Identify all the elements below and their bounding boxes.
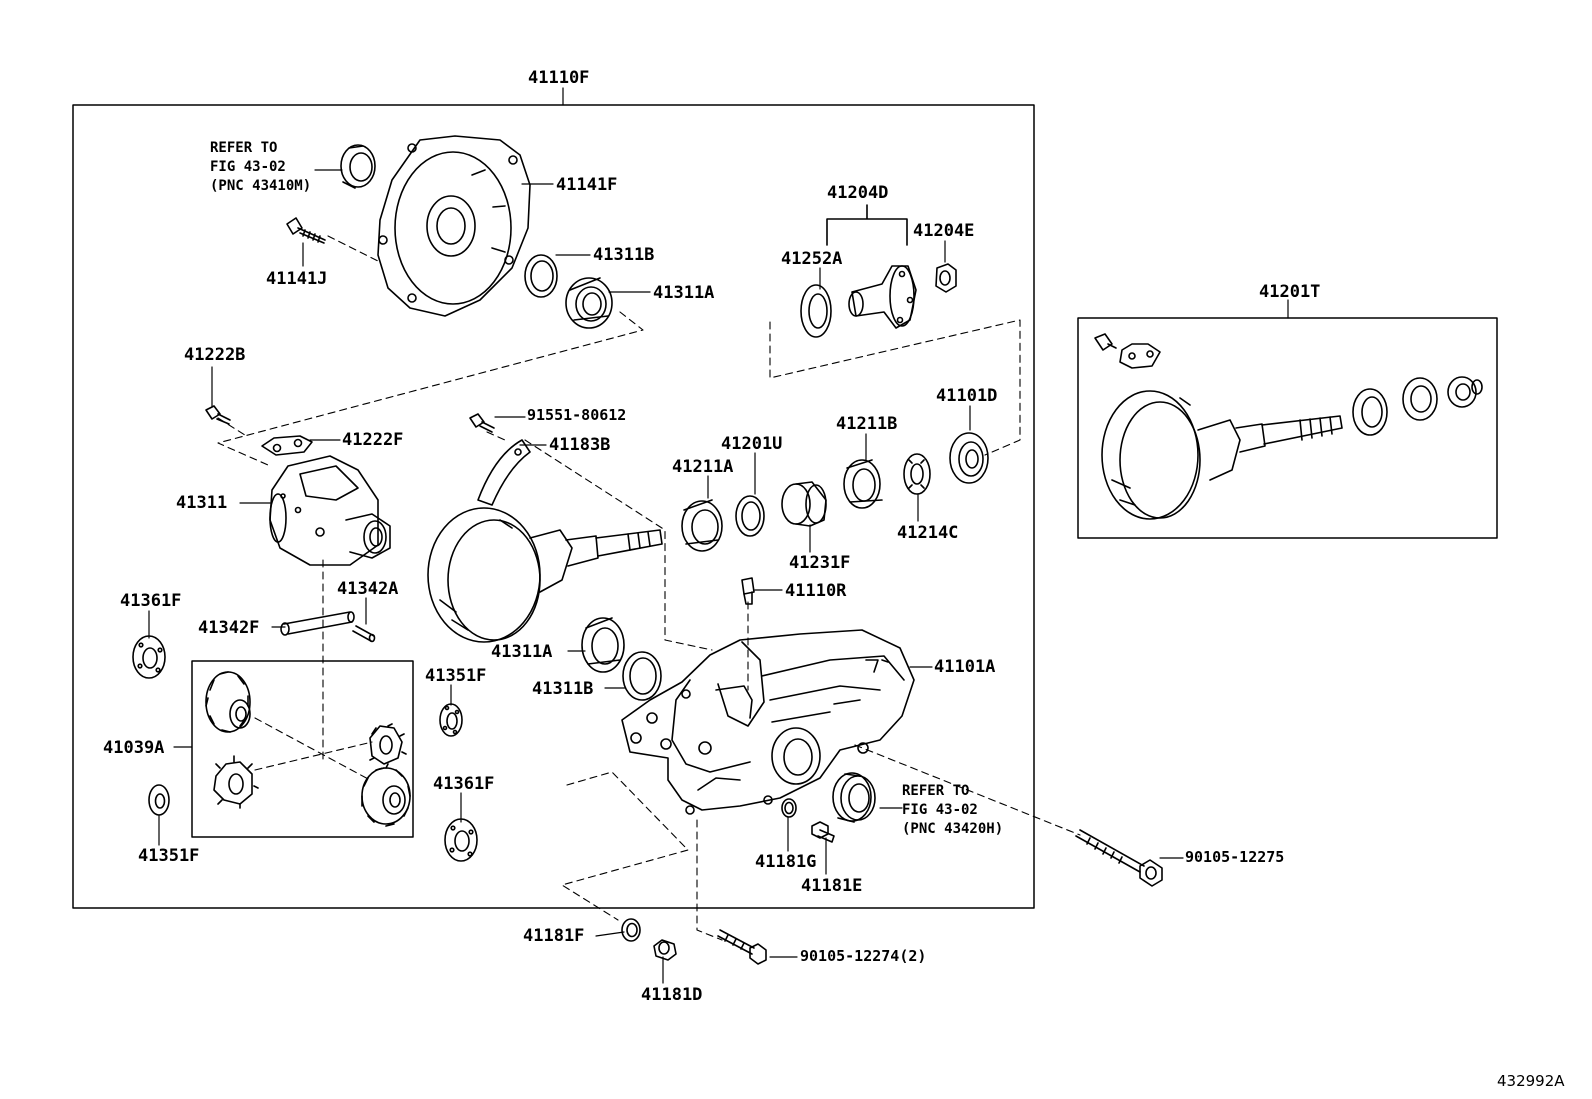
label-41214C: 41214C — [897, 523, 959, 543]
bolt-41222B — [205, 405, 231, 425]
assembly-dash-lines — [217, 235, 1081, 941]
bracket-41204D — [826, 204, 908, 246]
label-41181D: 41181D — [641, 985, 703, 1005]
lock-plate-41183B — [477, 439, 531, 506]
label-41252A: 41252A — [781, 249, 843, 269]
shim-41311B-mid — [622, 651, 662, 701]
bearing-41311A-top — [565, 277, 613, 329]
label-41141F: 41141F — [556, 175, 618, 195]
label-41351F-left: 41351F — [138, 846, 200, 866]
label-41351F-mid: 41351F — [425, 666, 487, 686]
thrust-washer-41351F-mid — [439, 703, 463, 737]
label-41311: 41311 — [176, 493, 228, 513]
companion-flange-41204D — [848, 265, 917, 329]
oil-seal-41101D — [949, 432, 989, 484]
label-41361F-mid: 41361F — [433, 774, 495, 794]
label-90105-12274: 90105-12274(2) — [800, 947, 927, 965]
thrust-washer-41361F-mid — [444, 818, 478, 862]
washer-41214C — [903, 453, 931, 495]
bolt-90105-12275 — [1075, 829, 1163, 887]
label-91551-80612: 91551-80612 — [527, 406, 627, 424]
label-41204D: 41204D — [827, 183, 889, 203]
gasket-41181G — [781, 798, 797, 818]
cover-41141F — [377, 135, 531, 317]
pin-41342A — [352, 625, 376, 643]
figure-id: 432992A — [1497, 1072, 1565, 1090]
label-41311B-mid: 41311B — [532, 679, 594, 699]
bearing-41211B — [843, 459, 883, 509]
label-41311B-top: 41311B — [593, 245, 655, 265]
label-41181G: 41181G — [755, 852, 817, 872]
label-41311A-top: 41311A — [653, 283, 715, 303]
spacer-41201U — [735, 495, 765, 537]
pinion-shaft-41342F — [280, 611, 355, 636]
main-assembly-frame — [72, 104, 1035, 909]
plug-41181E — [811, 821, 835, 843]
breather-41110R — [741, 577, 755, 605]
side-gear-large — [205, 671, 251, 733]
pinion-gear-kit-frame — [191, 660, 414, 838]
label-41201T: 41201T — [1259, 282, 1321, 302]
ring-pinion-set-41201T — [1094, 333, 1483, 520]
pinion-gear-small-top — [369, 723, 407, 769]
thrust-washer-41351F-left — [148, 784, 170, 816]
plug-41181D — [653, 939, 677, 961]
bolt-90105-12274 — [717, 929, 767, 965]
label-41204E: 41204E — [913, 221, 975, 241]
side-gear-large-bottom — [361, 767, 411, 827]
label-41183B: 41183B — [549, 435, 611, 455]
bolt-41141J — [286, 217, 326, 244]
refer-note-43410M: REFER TO FIG 43-02 (PNC 43410M) — [210, 140, 312, 194]
lock-plate-41222F — [261, 435, 313, 456]
label-41110R: 41110R — [785, 581, 847, 601]
label-41181F: 41181F — [523, 926, 585, 946]
carrier-housing-41101A — [621, 629, 915, 815]
label-41342A: 41342A — [337, 579, 399, 599]
pinion-gear-small-bottom — [213, 755, 259, 809]
label-41311A-mid: 41311A — [491, 642, 553, 662]
leader-lines — [148, 87, 1289, 984]
bearing-41211A — [681, 499, 723, 552]
thrust-washer-41361F-left — [132, 635, 166, 679]
label-41141J: 41141J — [266, 269, 328, 289]
ring-gear-pinion-center — [427, 507, 663, 643]
label-41039A: 41039A — [103, 738, 165, 758]
label-41101A: 41101A — [934, 657, 996, 677]
label-41201U: 41201U — [721, 434, 783, 454]
label-90105-12275: 90105-12275 — [1185, 848, 1285, 866]
refer-note-43420H: REFER TO FIG 43-02 (PNC 43420H) — [902, 783, 1004, 837]
gasket-41181F — [621, 918, 641, 942]
label-41101D: 41101D — [936, 386, 998, 406]
label-41181E: 41181E — [801, 876, 863, 896]
bolt-91551-80612 — [469, 413, 495, 433]
label-41211B: 41211B — [836, 414, 898, 434]
oil-seal-43420H — [832, 772, 876, 823]
label-41222B: 41222B — [184, 345, 246, 365]
ring-pinion-set-frame — [1077, 317, 1498, 539]
label-41211A: 41211A — [672, 457, 734, 477]
diff-case-41311 — [269, 455, 391, 566]
label-41231F: 41231F — [789, 553, 851, 573]
nut-41204E — [935, 263, 957, 293]
shim-41311B-top — [524, 254, 558, 298]
label-41361F-left: 41361F — [120, 591, 182, 611]
spacer-41231F — [781, 481, 827, 527]
label-41342F: 41342F — [198, 618, 260, 638]
seal-41252A — [800, 284, 832, 338]
label-41110F: 41110F — [528, 68, 590, 88]
bearing-41311A-mid — [581, 617, 625, 673]
oil-seal-43410M — [340, 144, 376, 189]
label-41222F: 41222F — [342, 430, 404, 450]
